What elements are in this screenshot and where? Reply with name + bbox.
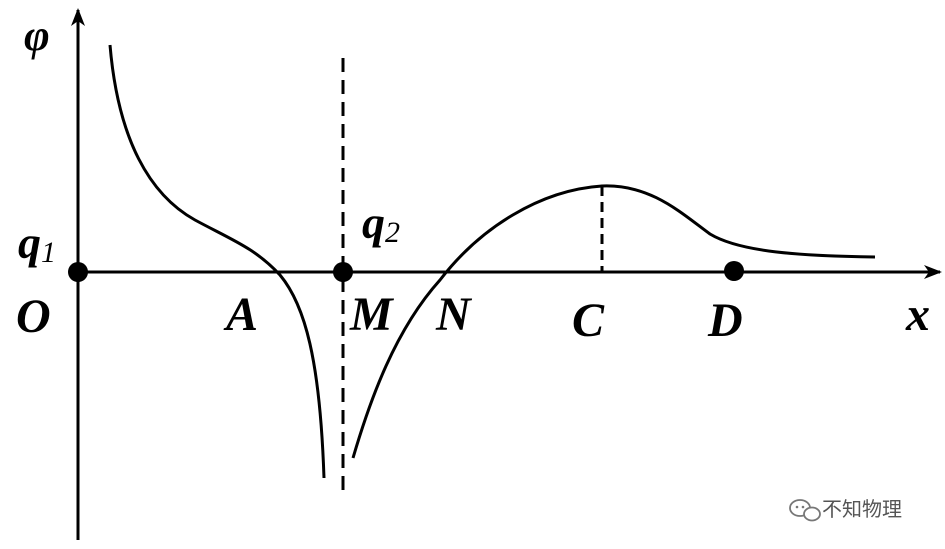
q2-label: q2 [362, 197, 400, 249]
point-d-dot [724, 261, 744, 281]
q1-label: q1 [18, 217, 56, 269]
y-axis-label: φ [24, 11, 50, 60]
x-axis-label: x [905, 288, 930, 341]
point-o-label: O [16, 290, 51, 343]
q1-charge-dot [68, 262, 88, 282]
wechat-icon [789, 499, 821, 522]
q2-charge-dot [333, 262, 353, 282]
point-n-label: N [435, 288, 473, 341]
point-c-label: C [572, 294, 605, 347]
watermark-text: 不知物理 [822, 497, 902, 521]
potential-curve-right [351, 184, 876, 459]
point-d-label: D [707, 294, 743, 347]
point-a-label: A [223, 288, 258, 341]
potential-curve-left [108, 44, 326, 479]
point-m-label: M [349, 288, 395, 341]
